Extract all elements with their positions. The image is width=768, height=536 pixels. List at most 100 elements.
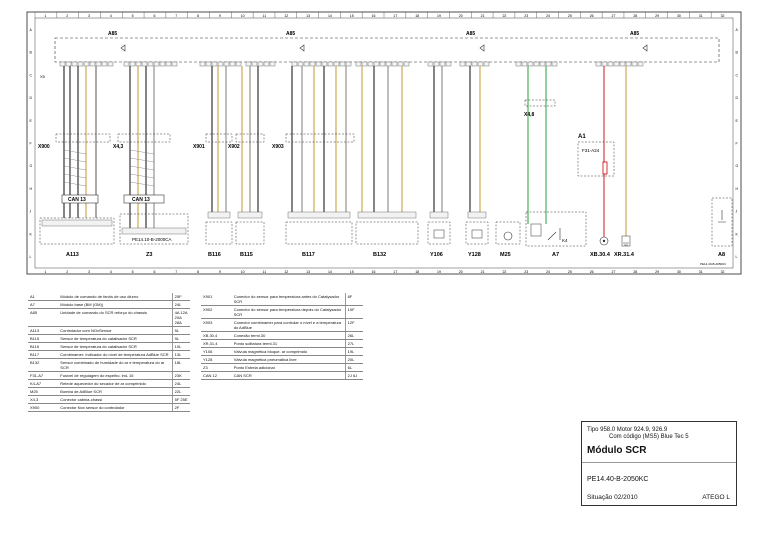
legend-code: A113 bbox=[28, 326, 59, 335]
legend-code: A85 bbox=[28, 308, 59, 327]
pin-cell bbox=[391, 61, 398, 67]
pin-cell bbox=[205, 61, 212, 67]
connector-strips bbox=[55, 99, 556, 143]
legend-code: Z3 bbox=[201, 363, 232, 372]
row-letter-right: A bbox=[736, 28, 739, 32]
a8-module-box bbox=[711, 197, 733, 247]
column-number-bottom: 22 bbox=[502, 270, 506, 274]
pin-cell bbox=[477, 61, 484, 67]
can-twist-line bbox=[63, 181, 87, 187]
a8-symbol-icon bbox=[718, 210, 726, 223]
pin-cell bbox=[373, 61, 380, 67]
pin-cell bbox=[129, 61, 136, 67]
connector-x903: X903 bbox=[272, 144, 284, 150]
page-ref-small: PE14.40-B-2050KC bbox=[700, 262, 727, 266]
column-number-ruler: 1122334455667788991010111112121313141415… bbox=[34, 12, 725, 274]
column-number-top: 24 bbox=[546, 14, 550, 18]
pin-cell bbox=[397, 61, 404, 67]
column-number-top: 7 bbox=[175, 14, 177, 18]
pin-cell bbox=[595, 61, 602, 67]
component-boxes bbox=[39, 213, 521, 245]
can-twist-line bbox=[63, 165, 87, 171]
pin-cell bbox=[229, 61, 236, 67]
column-number-top: 20 bbox=[459, 14, 463, 18]
legend-ref: 8F bbox=[344, 293, 363, 306]
row-letter-left: J bbox=[30, 210, 32, 214]
pin-cell bbox=[483, 61, 490, 67]
pin-cell bbox=[379, 61, 386, 67]
component-label-xr314: XR.31.4 bbox=[614, 252, 635, 258]
pin-cell bbox=[471, 61, 478, 67]
legend-code: X900 bbox=[28, 403, 59, 412]
component-label-y128: Y128 bbox=[468, 252, 481, 258]
connector-x900: X900 bbox=[38, 144, 50, 150]
row-letter-right: C bbox=[736, 73, 739, 77]
row-letter-right: G bbox=[736, 164, 739, 168]
column-number-top: 32 bbox=[721, 14, 725, 18]
pin-cell bbox=[123, 61, 130, 67]
column-number-bottom: 24 bbox=[546, 270, 550, 274]
fuse-module-box bbox=[577, 141, 615, 177]
legend-code: X4,3 bbox=[28, 395, 59, 404]
component-label-b115: B115 bbox=[240, 252, 253, 258]
pin-cell bbox=[533, 61, 540, 67]
relay-coil-icon bbox=[530, 223, 542, 237]
legend-code: A7 bbox=[28, 300, 59, 309]
legend-ref: 23K bbox=[171, 371, 190, 380]
pin-cell bbox=[141, 61, 148, 67]
legend-code: X902 bbox=[201, 305, 232, 319]
column-number-bottom: 8 bbox=[197, 270, 199, 274]
pin-cell bbox=[385, 61, 392, 67]
pin-cell bbox=[321, 61, 328, 67]
legend-desc: CAN SCR bbox=[231, 371, 346, 380]
pin-cell bbox=[345, 61, 352, 67]
column-number-top: 8 bbox=[197, 14, 199, 18]
row-letter-left: K bbox=[30, 232, 33, 236]
column-number-top: 31 bbox=[699, 14, 703, 18]
relay-switch-icon bbox=[547, 228, 561, 241]
legend-ref: 20L bbox=[344, 355, 363, 364]
legend-desc: Módulo base (BM (GM)) bbox=[58, 300, 173, 309]
column-number-bottom: 14 bbox=[328, 270, 332, 274]
pin-cell bbox=[95, 61, 102, 67]
column-number-bottom: 17 bbox=[393, 270, 397, 274]
row-letter-left: L bbox=[30, 255, 32, 259]
valve-y128-icon bbox=[471, 229, 483, 239]
pin-cell bbox=[521, 61, 528, 67]
pin-cell bbox=[223, 61, 230, 67]
plug-ref-label: PE14.10-B-2000CA bbox=[132, 237, 172, 242]
pin-cell bbox=[613, 61, 620, 67]
column-number-bottom: 25 bbox=[568, 270, 572, 274]
legend-desc: Conexão terml.30 bbox=[231, 331, 346, 340]
pin-cell bbox=[367, 61, 374, 67]
can-bus-box-2 bbox=[123, 194, 165, 204]
relay-a1-label: A1 bbox=[578, 134, 586, 140]
component-label-z3: Z3 bbox=[146, 252, 152, 258]
column-number-bottom: 15 bbox=[350, 270, 354, 274]
can-twist-line bbox=[63, 157, 87, 163]
legend-ref: 13L bbox=[171, 350, 190, 359]
column-number-top: 29 bbox=[655, 14, 659, 18]
connector-x5: X5 bbox=[40, 74, 46, 79]
pin-cell bbox=[601, 61, 608, 67]
legend-desc: Fusível de regulagem do espelho. lmL 15 bbox=[58, 371, 173, 380]
pin-cell bbox=[235, 61, 242, 67]
legend-code: B117 bbox=[28, 350, 59, 359]
row-letter-left: G bbox=[30, 164, 33, 168]
legend-desc: Conector combinamer para controlar o nív… bbox=[231, 318, 346, 332]
relay-k4-label: K4 bbox=[562, 238, 568, 243]
component-label-a8: A8 bbox=[718, 252, 725, 258]
legend-code: Y128 bbox=[201, 355, 232, 364]
column-number-bottom: 4 bbox=[110, 270, 112, 274]
pin-cell bbox=[89, 61, 96, 67]
column-number-bottom: 30 bbox=[677, 270, 681, 274]
ground-symbol-icon bbox=[120, 44, 648, 52]
column-number-bottom: 11 bbox=[263, 270, 267, 274]
